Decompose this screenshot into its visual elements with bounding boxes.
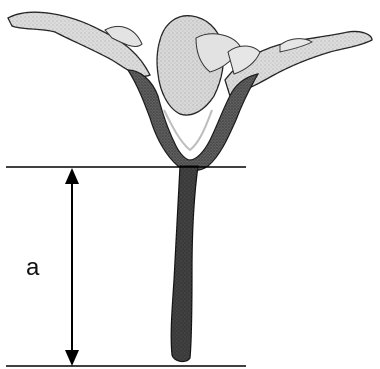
arrowhead-down-icon	[65, 350, 79, 366]
dimension-label: a	[26, 256, 39, 280]
left-petal	[8, 12, 150, 76]
arrowhead-up-icon	[65, 168, 79, 184]
dimension-arrow	[65, 168, 79, 366]
stem	[171, 166, 198, 362]
